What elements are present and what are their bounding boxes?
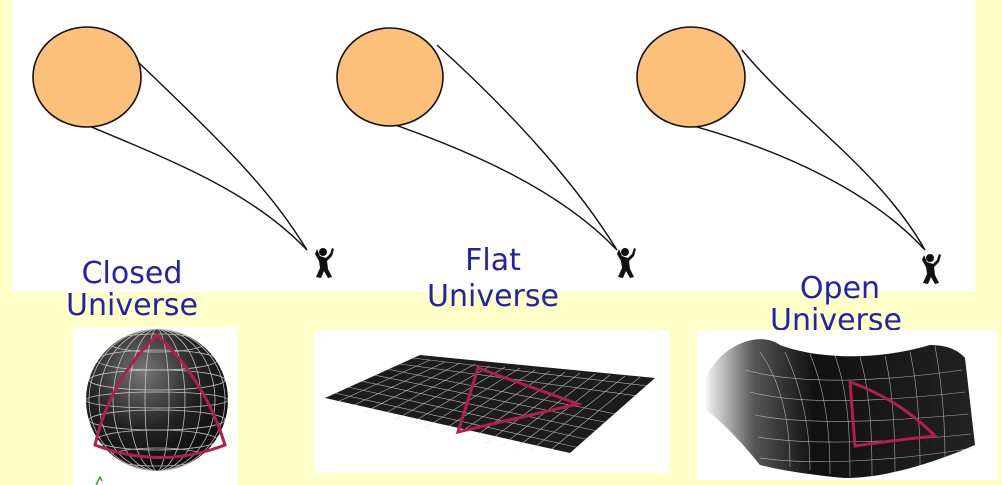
open-label-line1: Open — [800, 271, 880, 306]
sphere-triangle — [93, 332, 227, 459]
flat-label-line1: Flat — [465, 243, 521, 278]
open-sun — [636, 26, 746, 128]
saddle-triangle — [848, 379, 939, 448]
flat-sun — [336, 27, 444, 127]
plane-triangle — [455, 366, 584, 435]
open-universe-lightcone — [636, 26, 926, 251]
closed-label-line2: Universe — [66, 288, 198, 323]
closed-universe-lightcone — [32, 26, 308, 251]
flat-label-line2: Universe — [427, 279, 559, 314]
closed-sun — [32, 26, 142, 128]
small-green-mark — [95, 475, 103, 485]
plane-grid-icon — [325, 355, 655, 453]
closed-label-line1: Closed — [82, 256, 183, 291]
flat-universe-lightcone — [336, 27, 618, 251]
top-panel — [12, 0, 975, 292]
sphere-grid-icon — [86, 329, 228, 471]
saddle-grid-icon — [706, 339, 975, 478]
